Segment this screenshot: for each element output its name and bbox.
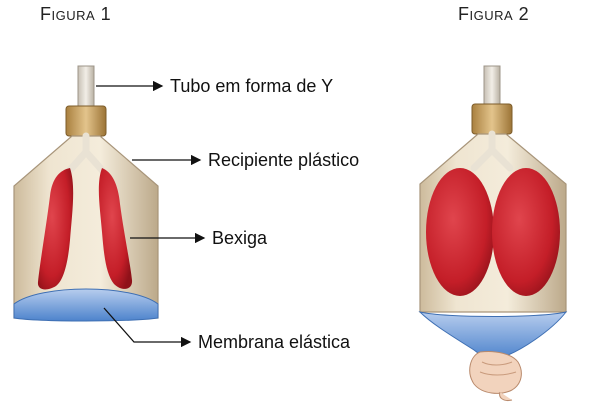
figure-1-model <box>13 65 159 322</box>
membrane-leader <box>103 307 192 348</box>
y-tube-branches <box>470 130 514 172</box>
hand <box>469 351 522 401</box>
left-bladder <box>426 168 494 296</box>
membrane-label: Membrana elástica <box>198 332 351 352</box>
right-bladder <box>492 168 560 296</box>
figure-1-title: Figura 1 <box>40 4 112 24</box>
leader-lines <box>96 80 206 348</box>
bottle-cap <box>65 105 107 137</box>
y-tube-stem <box>77 65 95 109</box>
bottle-cap <box>471 103 513 135</box>
left-bladder <box>37 168 74 290</box>
figure-2-model <box>418 65 568 401</box>
container-label: Recipiente plástico <box>208 150 360 170</box>
y-tube-stem <box>483 65 501 107</box>
elastic-membrane <box>13 288 159 322</box>
y-tube-branches <box>66 132 106 174</box>
bladder-label: Bexiga <box>212 228 268 248</box>
elastic-membrane <box>418 311 568 360</box>
right-bladder <box>98 168 133 289</box>
tube-label: Tubo em forma de Y <box>170 76 334 96</box>
figure-2-title: Figura 2 <box>458 4 530 24</box>
